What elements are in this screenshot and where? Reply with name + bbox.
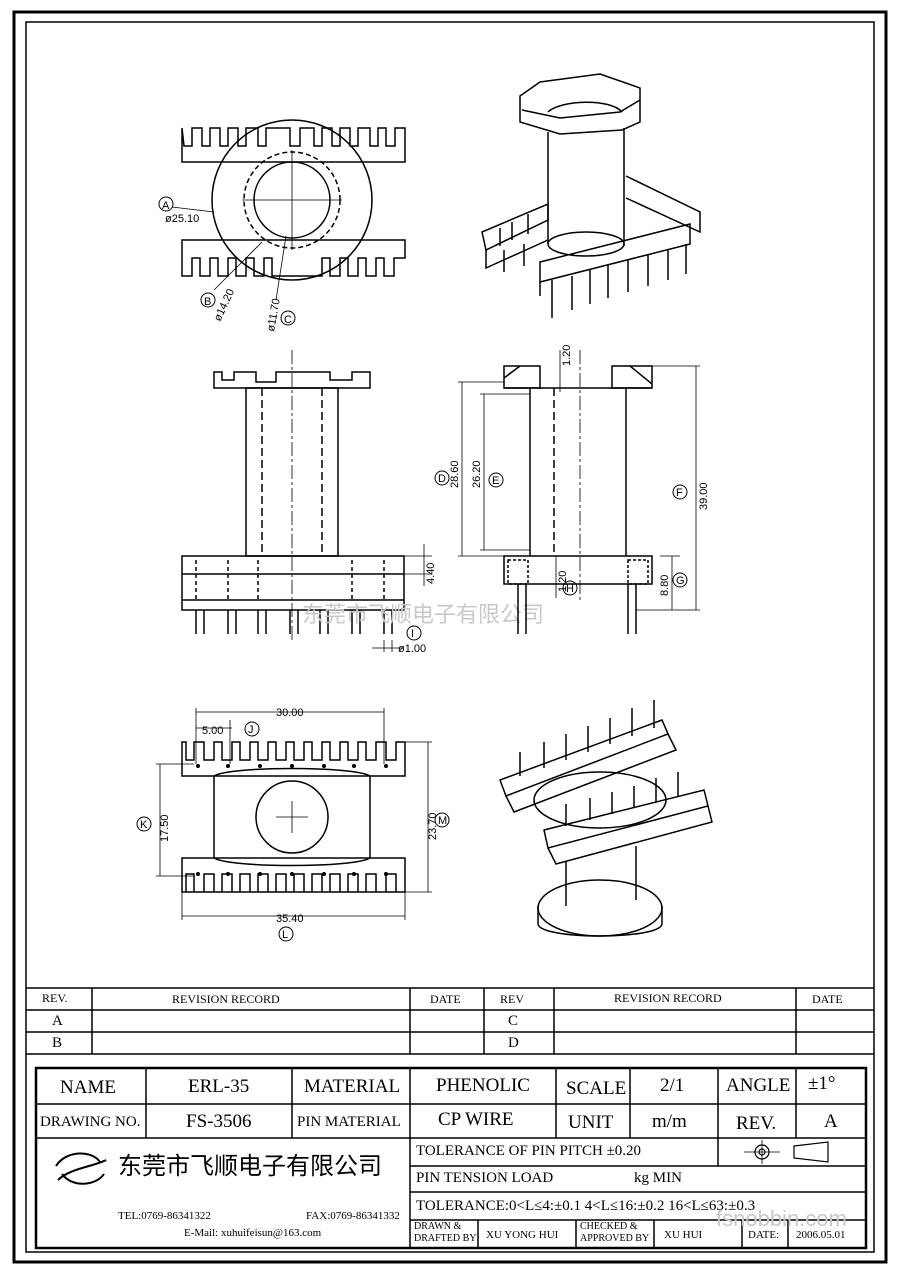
bottom-view-pin-dots xyxy=(196,764,388,876)
date-header-left: DATE xyxy=(430,992,461,1006)
site-watermark: fsnobbin.com xyxy=(716,1206,847,1231)
rev-row-c: C xyxy=(508,1013,519,1029)
bottom-callout-l: L xyxy=(282,929,288,941)
side-dim-e: 26.20 xyxy=(471,460,483,488)
isometric-view-top xyxy=(481,73,701,318)
pin-material-value: CP WIRE xyxy=(438,1109,514,1130)
date-header-right: DATE xyxy=(812,992,843,1006)
bottom-dim-m: 23.70 xyxy=(427,812,439,840)
side-callout-e: E xyxy=(492,475,499,487)
pin-tension-load: PIN TENSION LOAD xyxy=(416,1170,554,1186)
angle-label: ANGLE xyxy=(726,1075,791,1096)
material-value: PHENOLIC xyxy=(436,1075,530,1096)
rev-label: REV. xyxy=(736,1113,777,1134)
rev-row-d: D xyxy=(508,1035,519,1051)
date-label: DATE: xyxy=(748,1229,780,1241)
side-dim-f: 39.00 xyxy=(698,482,710,510)
top-dim-b: ø14.20 xyxy=(212,287,237,323)
drawn-by-value: XU YONG HUI xyxy=(486,1229,559,1241)
front-callout-i: I xyxy=(411,628,414,640)
checked-by-label-2: APPROVED BY xyxy=(580,1233,650,1244)
top-dim-a: ø25.10 xyxy=(165,213,199,225)
company-tel: TEL:0769-86341322 xyxy=(118,1210,211,1222)
bottom-callout-m: M xyxy=(438,815,447,827)
bottom-dim-width: 30.00 xyxy=(276,707,304,719)
front-watermark: 东莞市飞顺电子有限公司 xyxy=(302,603,544,628)
bottom-callout-k: K xyxy=(140,819,148,831)
front-dim-440: 4.40 xyxy=(425,563,437,584)
title-block xyxy=(34,1066,868,1250)
revision-record-header-right: REVISION RECORD xyxy=(614,991,722,1005)
name-value: ERL-35 xyxy=(188,1076,250,1097)
tolerance-pin-pitch: TOLERANCE OF PIN PITCH ±0.20 xyxy=(416,1143,642,1159)
scale-label: SCALE xyxy=(566,1078,627,1099)
bottom-callout-j: J xyxy=(248,724,254,736)
date-value: 2006.05.01 xyxy=(796,1229,846,1241)
checked-by-label-1: CHECKED & xyxy=(580,1221,638,1232)
top-callout-c: C xyxy=(284,314,292,326)
rev-header-right: REV xyxy=(500,992,524,1006)
revision-record-header-left: REVISION RECORD xyxy=(172,992,280,1006)
front-dim-i: ø1.00 xyxy=(398,643,426,655)
side-callout-f: F xyxy=(676,487,683,499)
rev-header-left: REV. xyxy=(42,991,68,1005)
bottom-dim-k: 17.50 xyxy=(159,814,171,842)
angle-value: ±1° xyxy=(808,1073,836,1094)
drawn-by-label-1: DRAWN & xyxy=(414,1221,462,1232)
rev-value: A xyxy=(824,1111,838,1132)
isometric-view-bottom xyxy=(499,700,713,937)
material-label: MATERIAL xyxy=(304,1076,401,1097)
drawing-no-label: DRAWING NO. xyxy=(40,1114,141,1130)
bottom-dim-j: 5.00 xyxy=(202,725,223,737)
name-label: NAME xyxy=(60,1077,116,1098)
bottom-view xyxy=(136,708,450,942)
company-name: 东莞市飞顺电子有限公司 xyxy=(118,1152,382,1180)
side-dim-g: 8.80 xyxy=(659,575,671,596)
side-dim-h: 1.20 xyxy=(557,571,569,592)
unit-label: UNIT xyxy=(568,1112,614,1133)
drawing-no-value: FS-3506 xyxy=(186,1111,252,1132)
rev-row-b: B xyxy=(52,1035,63,1051)
side-dim-d: 28.60 xyxy=(449,460,461,488)
side-callout-g: G xyxy=(676,575,685,587)
bottom-dim-l: 35.40 xyxy=(276,913,304,925)
side-view xyxy=(434,350,700,634)
side-dim-top-gap: 1.20 xyxy=(561,345,573,366)
tolerance-ranges: TOLERANCE:0<L≤4:±0.1 4<L≤16:±0.2 16<L≤63… xyxy=(416,1198,756,1214)
top-callout-b: B xyxy=(204,296,211,308)
pin-tension-unit: kg MIN xyxy=(634,1170,682,1186)
side-callout-d: D xyxy=(438,473,446,485)
checked-by-value: XU HUI xyxy=(664,1229,703,1241)
company-fax: FAX:0769-86341332 xyxy=(306,1210,400,1222)
rev-row-a: A xyxy=(52,1013,63,1029)
company-email: E-Mail: xuhuifeisun@163.com xyxy=(184,1227,322,1239)
drawn-by-label-2: DRAFTED BY xyxy=(414,1233,477,1244)
unit-value: m/m xyxy=(652,1111,687,1132)
top-callout-a: A xyxy=(162,200,170,212)
pin-material-label: PIN MATERIAL xyxy=(297,1114,401,1130)
top-dim-c: ø11.70 xyxy=(265,298,283,333)
scale-value: 2/1 xyxy=(660,1075,685,1096)
front-view xyxy=(181,350,432,652)
side-callout-h: H xyxy=(566,583,574,595)
revision-table xyxy=(26,987,874,1055)
top-view xyxy=(158,119,406,326)
